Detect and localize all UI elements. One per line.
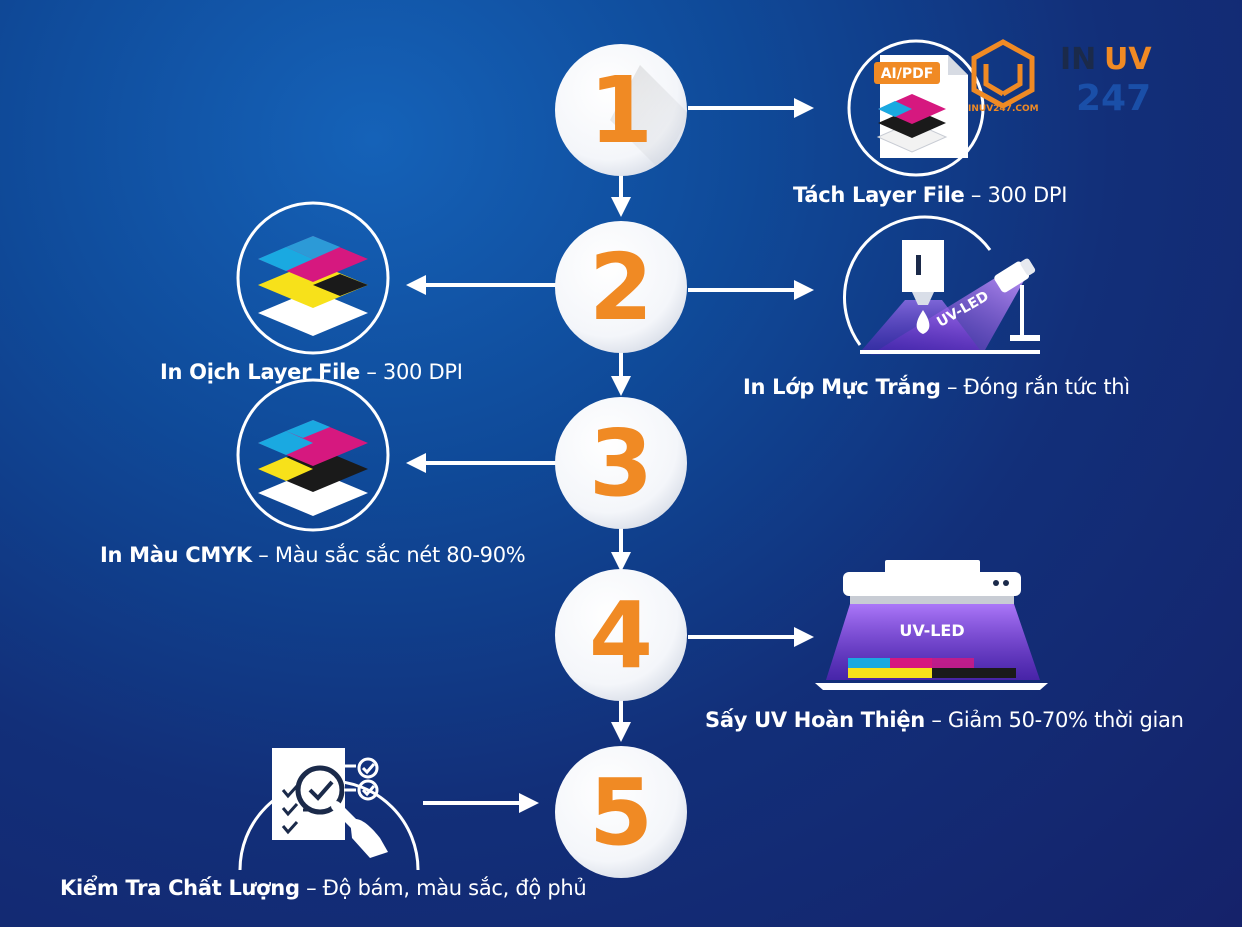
- step-number-1: 1: [589, 57, 653, 164]
- step-2-left-label: In Oịch Layer File – 300 DPI: [160, 360, 463, 384]
- step-number-5: 5: [589, 759, 653, 866]
- ai-pdf-file-layers-icon: AI/PDF: [847, 39, 985, 177]
- uv-printer-icon: UV-LED: [815, 560, 1048, 690]
- step-3-title: In Màu CMYK: [100, 543, 252, 567]
- step-3-label: In Màu CMYK – Màu sắc sắc nét 80-90%: [100, 543, 526, 567]
- step-3-separator: –: [258, 543, 269, 567]
- hexagon-logo-icon: [971, 39, 1035, 108]
- brand-name-part1: IN: [1060, 42, 1097, 77]
- step-2-right-desc: Đóng rắn tức thì: [963, 375, 1131, 399]
- step-1-title: Tách Layer File: [793, 183, 965, 207]
- step-5-separator: –: [306, 876, 317, 900]
- uv-printer-label: UV-LED: [899, 621, 964, 640]
- ai-pdf-badge: AI/PDF: [881, 66, 934, 82]
- step-circle-5: 5: [555, 746, 687, 878]
- step-2-right-title: In Lớp Mực Trắng: [743, 375, 941, 399]
- step-5-label: Kiểm Tra Chất Lượng – Độ bám, màu sắc, đ…: [60, 876, 587, 900]
- step-2-right-separator: –: [946, 375, 958, 399]
- step-number-4: 4: [589, 582, 653, 689]
- step-5-desc: Độ bám, màu sắc, độ phủ: [322, 876, 587, 900]
- step-circle-4: 4: [555, 569, 687, 701]
- step-circle-3: 3: [555, 397, 687, 529]
- step-3-desc: Màu sắc sắc nét 80-90%: [274, 543, 526, 567]
- step-4-label: Sấy UV Hoàn Thiện – Giảm 50-70% thời gia…: [705, 708, 1184, 732]
- step-circle-1: 1: [555, 44, 690, 176]
- step-number-2: 2: [589, 234, 653, 341]
- brand-number: 247: [1076, 78, 1152, 119]
- step-4-separator: –: [931, 708, 942, 732]
- step-circle-2: 2: [555, 221, 687, 353]
- step-5-title: Kiểm Tra Chất Lượng: [60, 876, 300, 900]
- step-2-left-desc: 300 DPI: [382, 360, 463, 384]
- step-4-desc: Giảm 50-70% thời gian: [947, 708, 1184, 732]
- brand-name-part2: UV: [1104, 42, 1152, 77]
- step-1-label: Tách Layer File – 300 DPI: [793, 183, 1067, 207]
- step-number-3: 3: [589, 410, 653, 517]
- step-2-left-title: In Oịch Layer File: [160, 360, 360, 384]
- uv-led-lamp-icon: UV-LED: [843, 215, 1040, 355]
- quality-check-icon: [238, 748, 420, 871]
- step-4-title: Sấy UV Hoàn Thiện: [705, 708, 925, 732]
- horizontal-connectors: [406, 98, 814, 813]
- step-1-separator: –: [970, 183, 982, 207]
- step-2-left-separator: –: [366, 360, 377, 384]
- cmyk-layers-icon: [236, 378, 390, 532]
- brand-logo: IN UV 247 INUV247.COM: [968, 38, 1168, 128]
- layer-stack-icon: [236, 201, 390, 355]
- step-2-right-label: In Lớp Mực Trắng – Đóng rắn tức thì: [743, 375, 1130, 399]
- step-1-desc: 300 DPI: [987, 183, 1068, 207]
- brand-domain: INUV247.COM: [968, 104, 1039, 114]
